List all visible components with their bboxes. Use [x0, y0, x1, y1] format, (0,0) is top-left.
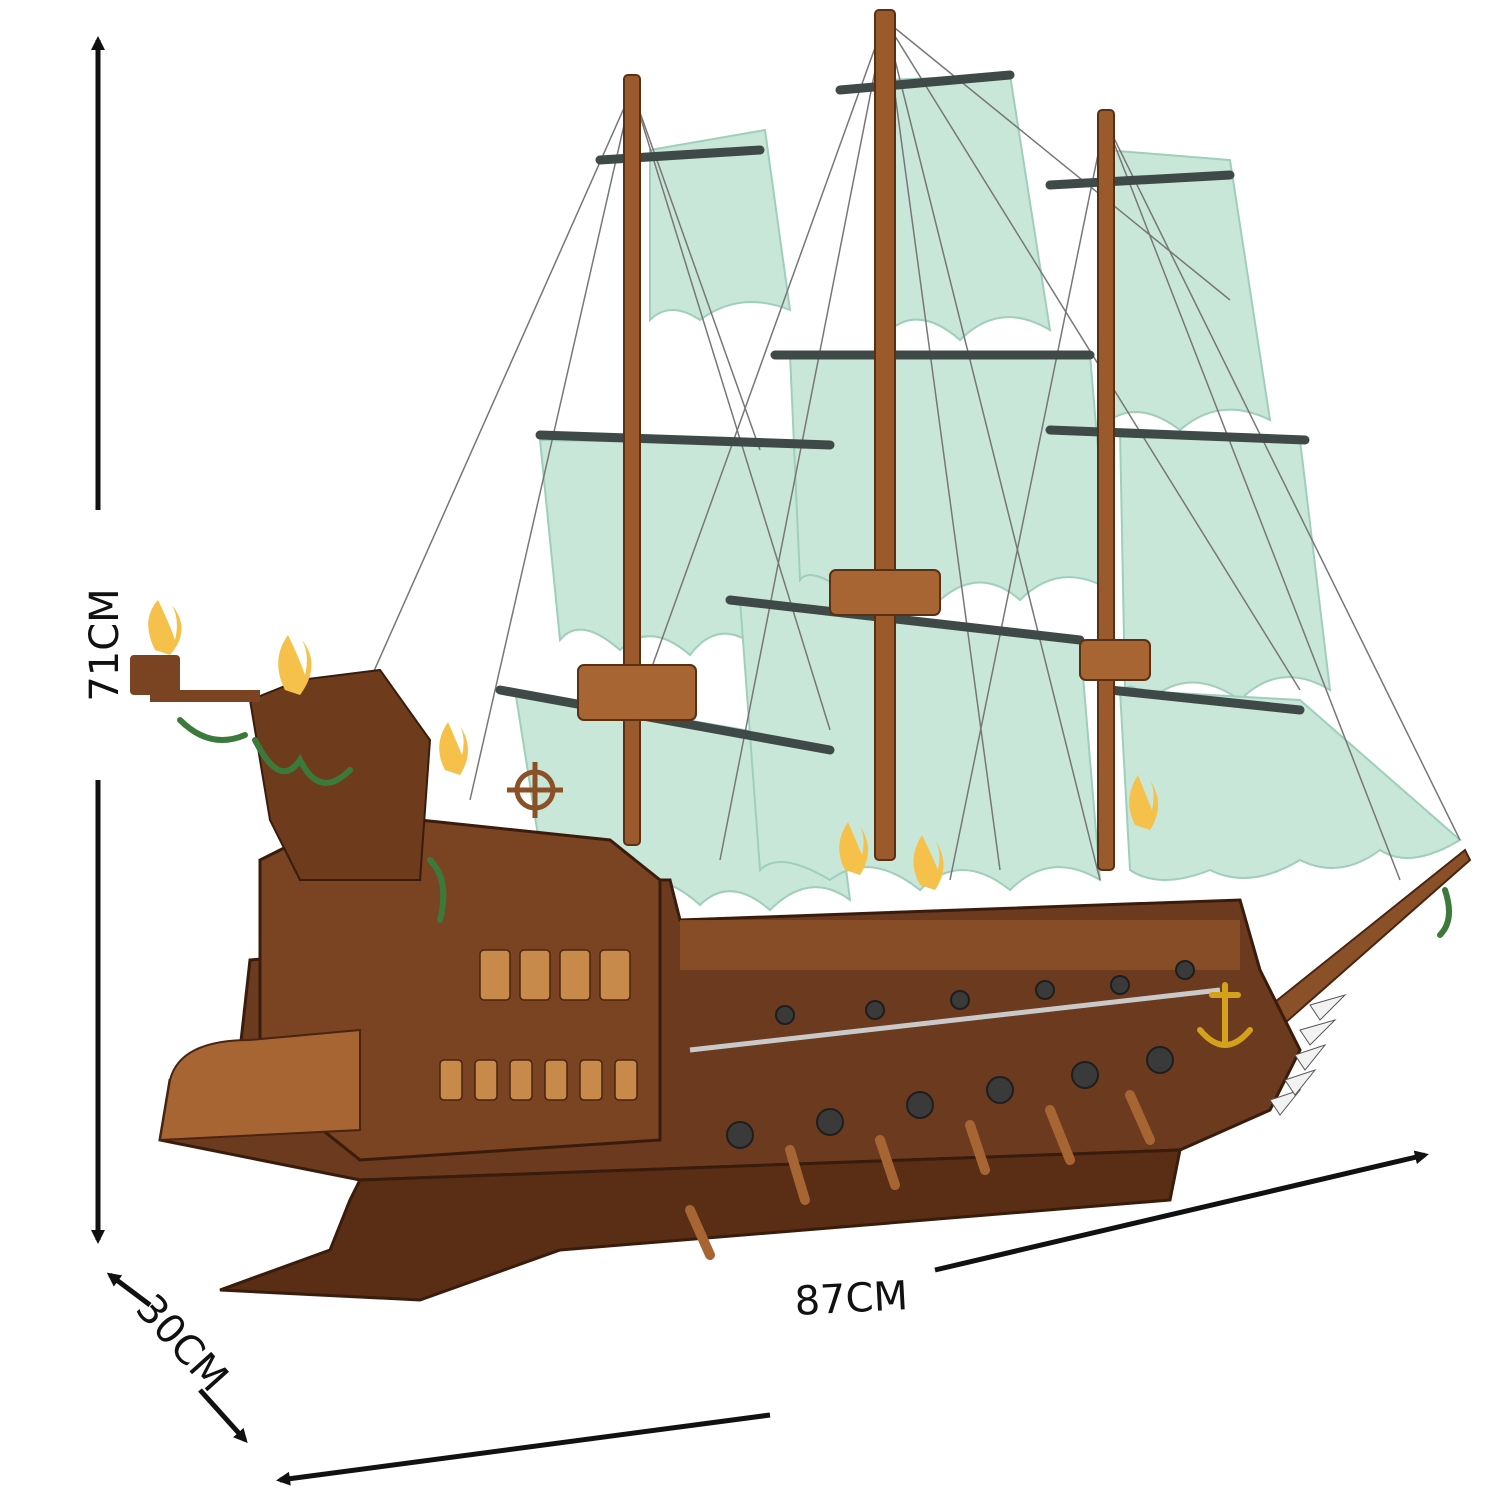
- crows-nest-fore: [577, 664, 697, 721]
- ship-model: [130, 9, 1472, 1302]
- sail-main-low: [738, 598, 1102, 892]
- torch-icon: [913, 835, 944, 890]
- masts: [577, 9, 1151, 871]
- torch-icon: [839, 822, 868, 875]
- cannons: [726, 960, 1195, 1149]
- anchor-icon: [1197, 982, 1253, 1048]
- torch-icon: [439, 722, 468, 775]
- height-label: 71CM: [82, 588, 128, 701]
- fore-mast: [623, 74, 641, 846]
- crows-nest-main: [829, 569, 941, 616]
- sail-fore-top: [649, 128, 792, 323]
- height-dimension: 71CM: [82, 36, 128, 1244]
- torch-icon: [1129, 775, 1158, 830]
- yards: [495, 70, 1310, 755]
- ship-wheel: [507, 762, 563, 818]
- bow-teeth: [1269, 993, 1347, 1116]
- torch-icon: [148, 600, 182, 655]
- sail-mizzen-low: [1118, 688, 1462, 881]
- main-mast: [874, 9, 896, 861]
- rigging: [369, 19, 1461, 881]
- hull-ribs: [685, 1090, 1155, 1260]
- mizzen-mast: [1097, 109, 1115, 871]
- sail-main-mid: [788, 354, 1112, 602]
- hull: [130, 655, 1452, 1302]
- sail-main-top: [883, 73, 1052, 342]
- torch-icon: [278, 635, 312, 695]
- sail-mizzen-mid: [1118, 428, 1332, 702]
- torches: [148, 600, 1158, 890]
- width-label: 87CM: [794, 1273, 910, 1325]
- sails: [513, 73, 1462, 912]
- width-dimension: 87CM: [276, 1150, 1429, 1486]
- depth-label: 30CM: [127, 1286, 237, 1401]
- crows-nest-mizzen: [1079, 639, 1151, 681]
- stern-balcony: [158, 1028, 361, 1142]
- sail-mizzen-top: [1103, 148, 1272, 432]
- depth-dimension: 30CM: [106, 1272, 248, 1443]
